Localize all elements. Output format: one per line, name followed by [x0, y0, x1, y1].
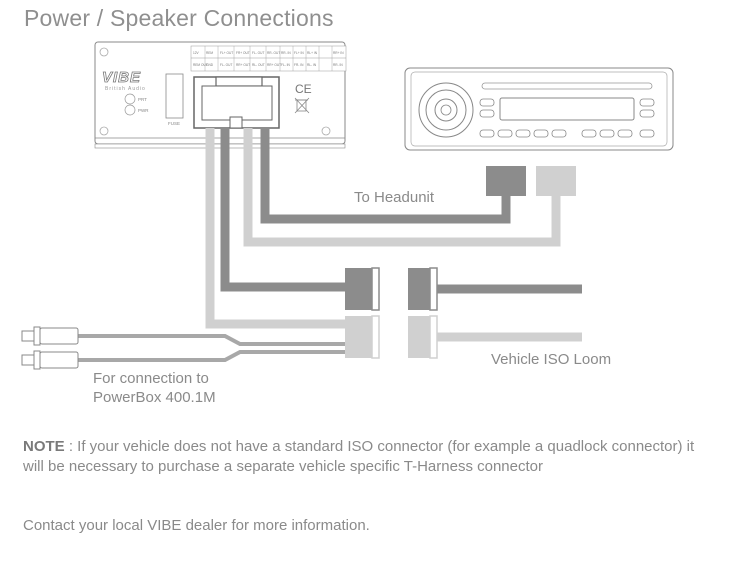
rca-lead-lower [78, 350, 345, 362]
amplifier-unit: VIBE British Audio PRT PWR FUSE 12V REM … [94, 41, 347, 149]
prt-led-icon [124, 93, 136, 105]
terminal-label: RR+ OUT [236, 63, 250, 67]
pwr-led-icon [124, 104, 136, 116]
fuse-label: FUSE [168, 121, 180, 126]
rca-lead-upper [78, 334, 345, 346]
fuse-holder [165, 73, 184, 119]
wiring-diagram: VIBE British Audio PRT PWR FUSE 12V REM … [21, 41, 674, 406]
rca-plug-upper-icon [21, 326, 79, 346]
wire-dark-to-headunit [260, 128, 511, 224]
terminal-label: FR+ OUT [236, 51, 250, 55]
page-title: Power / Speaker Connections [24, 5, 334, 31]
terminal-label: FR- IN [294, 63, 304, 67]
pwr-led-label: PWR [138, 108, 149, 113]
terminal-label: RR- OUT [267, 51, 280, 55]
terminal-label: FL+ OUT [220, 51, 233, 55]
volume-knob-icon [418, 82, 474, 138]
british-audio-label: British Audio [105, 86, 146, 92]
wire-dark-to-iso-upper [220, 128, 345, 292]
terminal-label: REM [206, 51, 213, 55]
wire-light-to-iso-lower [205, 128, 345, 329]
wire-light-to-headunit [243, 128, 561, 247]
terminal-label: RL- IN [307, 63, 317, 67]
headunit-preset-buttons [479, 129, 655, 138]
note-paragraph: NOTE : If your vehicle does not have a s… [23, 437, 703, 477]
note-text: : If your vehicle does not have a standa… [23, 438, 695, 475]
screw-hole [99, 126, 109, 136]
powerbox-label-line1: For connection to [93, 370, 209, 387]
powerbox-label-line2: PowerBox 400.1M [93, 389, 216, 406]
headunit-connector-light [536, 166, 576, 196]
terminal-label: FL- IN [281, 63, 291, 67]
iso-connector-lower-left [345, 315, 380, 359]
terminal-label: RR- IN [281, 51, 291, 55]
terminal-label: RL+ IN [307, 51, 318, 55]
terminal-label: FL- OUT [252, 51, 264, 55]
vehicle-iso-loom-label: Vehicle ISO Loom [491, 351, 611, 368]
terminal-label: FL- OUT [220, 63, 232, 67]
iso-connector-upper-left [345, 267, 380, 311]
to-headunit-label: To Headunit [354, 189, 435, 206]
contact-text: Contact your local VIBE dealer for more … [23, 517, 370, 534]
vibe-logo: VIBE [102, 69, 141, 86]
ce-mark: CE [295, 82, 312, 96]
terminal-label-grid: 12V REM REM OUT GND FL+ OUT FR+ OUT FL- … [190, 45, 347, 72]
headunit-connector-dark [486, 166, 526, 196]
screw-hole [321, 126, 331, 136]
terminal-label: GND [206, 63, 214, 67]
iso-connector-upper-right [408, 267, 438, 311]
terminal-label: REM OUT [193, 63, 208, 67]
amp-iso-connector [193, 76, 280, 129]
terminal-label: FL+ IN [294, 51, 304, 55]
iso-connector-lower-right [408, 315, 438, 359]
headunit [404, 67, 674, 151]
weee-bin-icon [294, 97, 310, 114]
screw-hole [99, 47, 109, 57]
terminal-label: RR+ OUT [267, 63, 281, 67]
headunit-display [499, 97, 635, 121]
note-prefix: NOTE [23, 438, 65, 455]
prt-led-label: PRT [138, 97, 147, 102]
terminal-label: RR- IN [333, 63, 343, 67]
terminal-label: RL- OUT [252, 63, 265, 67]
terminal-label: RR+ IN [333, 51, 344, 55]
terminal-label: 12V [193, 51, 200, 55]
rca-plug-lower-icon [21, 350, 79, 370]
